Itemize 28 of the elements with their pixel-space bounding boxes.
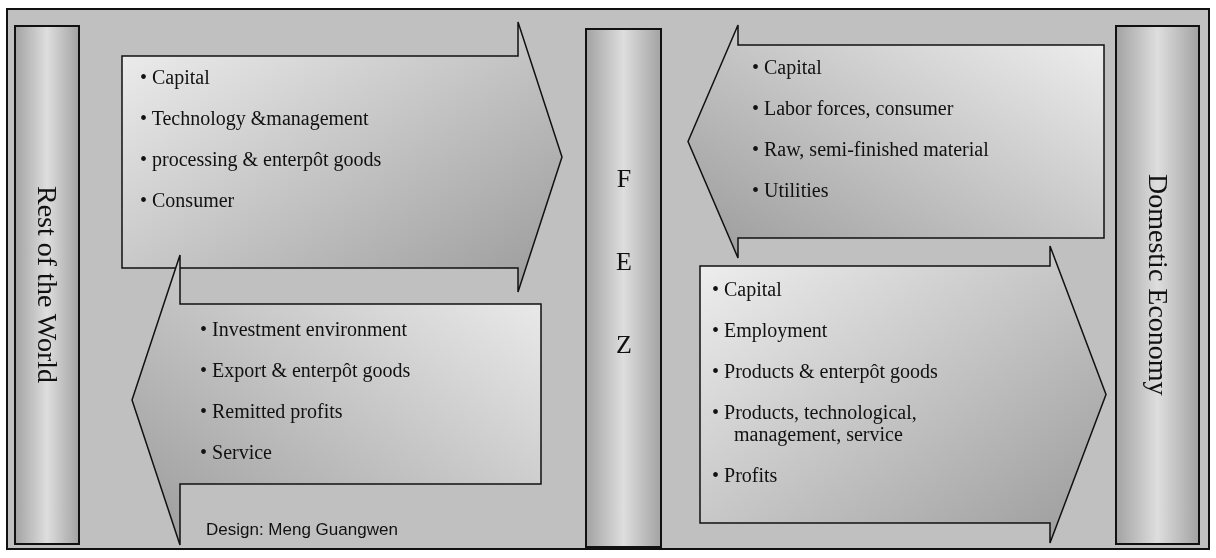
list-item: • Employment [712, 319, 829, 341]
block-arrow [700, 246, 1106, 543]
list-item: • Service [200, 441, 273, 463]
sector-bar [1115, 25, 1200, 545]
sector-bar [14, 25, 80, 545]
list-item: • Remitted profits [200, 400, 344, 422]
block-arrow [688, 25, 1104, 258]
list-item: • Capital [140, 66, 211, 88]
list-item: • Export & enterpôt goods [200, 359, 412, 381]
sector-label: FEZ [608, 163, 639, 413]
list-item: • Technology &management [140, 107, 370, 129]
list-item: • Labor forces, consumer [752, 97, 955, 119]
list-item: • Profits [712, 464, 779, 486]
sector-label: Domestic Economy [1141, 174, 1174, 396]
list-item: • Capital [712, 278, 783, 300]
list-item: • Capital [752, 56, 823, 78]
list-item: • Products, technological, management, service [712, 401, 918, 445]
block-arrow [132, 255, 541, 545]
list-item: • processing & enterpôt goods [140, 148, 383, 170]
list-item: • Utilities [752, 179, 830, 201]
credit-note: Design: Meng Guangwen [206, 520, 398, 540]
sector-bar [585, 28, 662, 548]
list-item: • Products & enterpôt goods [712, 360, 939, 382]
sector-label: Rest of the World [31, 186, 63, 384]
list-item: • Consumer [140, 189, 236, 211]
block-arrow [122, 22, 562, 292]
list-item: • Investment environment [200, 318, 408, 340]
list-item: • Raw, semi-finished material [752, 138, 990, 160]
